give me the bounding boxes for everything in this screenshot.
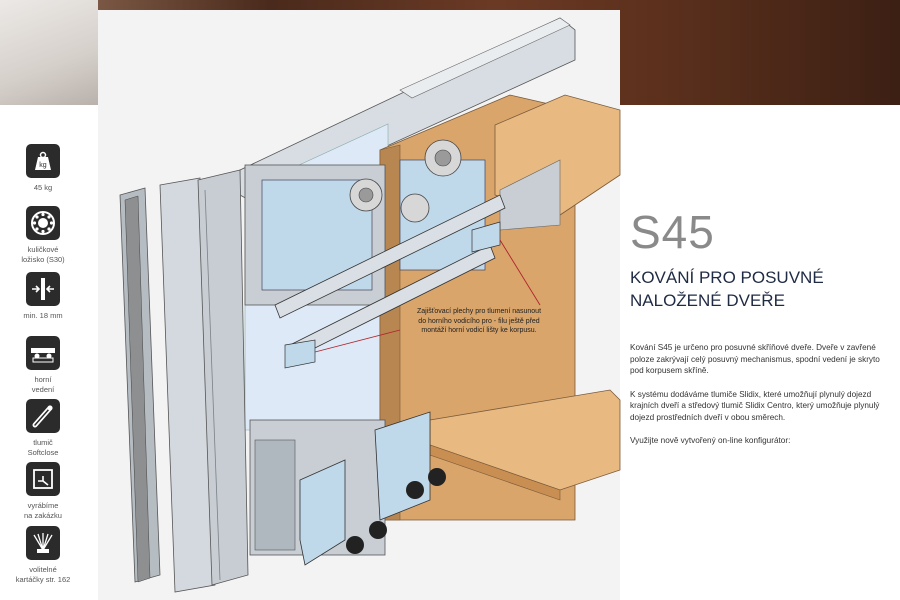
damper-icon [26,399,60,433]
feature-brush: volitelné kartáčky str. 162 [0,526,86,585]
weight-icon: kg [26,144,60,178]
feature-label: volitelné kartáčky str. 162 [15,565,71,584]
custom-made-icon [26,462,60,496]
feature-label: vyrábíme na zakázku [24,501,62,520]
feature-top-guide: horní vedení [0,336,86,395]
feature-bearing: kuličkové ložisko (S30) [0,206,86,265]
feature-damper: tlumič Softclose [0,399,86,458]
description-paragraph: K systému dodáváme tlumiče Slidix, které… [630,389,880,422]
model-code: S45 [630,206,715,258]
configurator-note: Využijte nově vytvořený on-line konfigur… [630,436,791,445]
feature-label: tlumič Softclose [27,438,59,457]
feature-label: horní vedení [31,375,55,394]
feature-weight: kg 45 kg [0,144,86,193]
ball-bearing-icon [26,206,60,240]
weight-icon-text: kg [39,162,47,169]
feature-thickness: min. 18 mm [0,272,86,321]
mounting-note: Zajišťovací plechy pro tlumení nasunout … [416,308,542,335]
feature-custom-made: vyrábíme na zakázku [0,462,86,521]
top-guide-icon [26,336,60,370]
feature-label: min. 18 mm [23,311,63,320]
product-title: KOVÁNÍ PRO POSUVNÉ NALOŽENÉ DVEŘE [630,268,824,310]
text-panel [620,105,900,600]
feature-label: 45 kg [33,183,53,192]
description-paragraph: Kování S45 je určeno pro posuvné skříňov… [630,343,880,375]
feature-label: kuličkové ložisko (S30) [21,245,65,264]
brush-icon [26,526,60,560]
description: Kování S45 je určeno pro posuvné skříňov… [630,342,892,459]
thickness-icon [26,272,60,306]
